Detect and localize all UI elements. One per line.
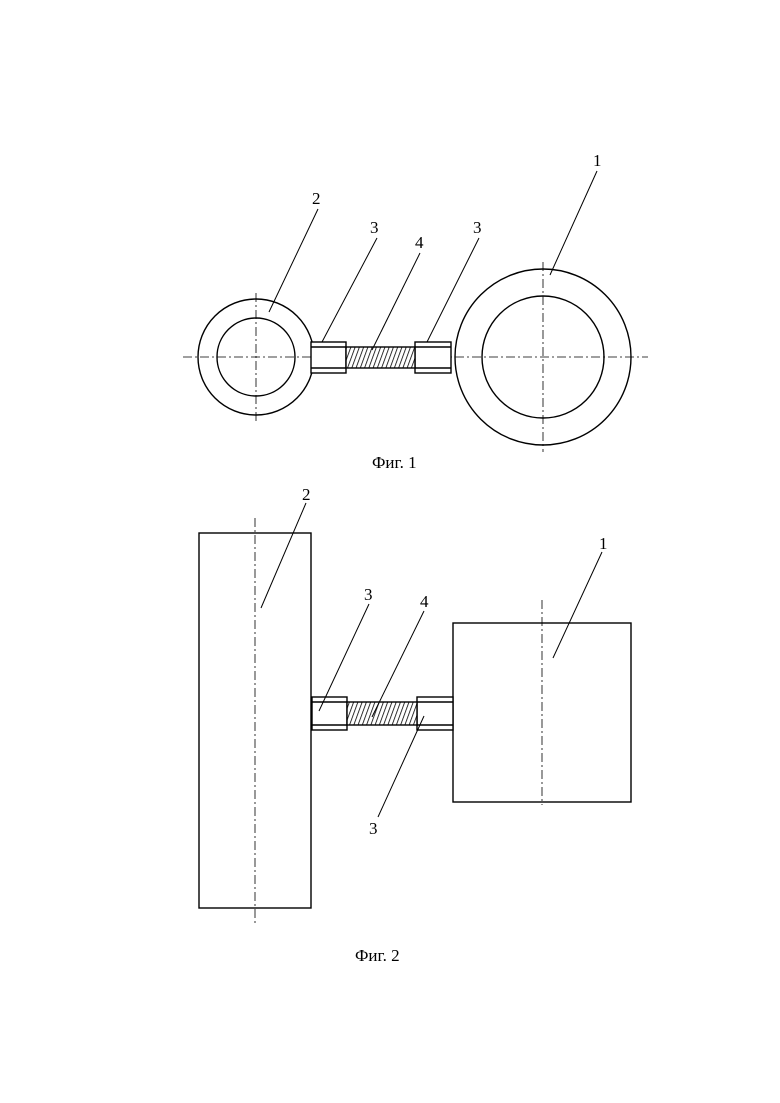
label-part-3-right: 3 — [473, 218, 482, 237]
threaded-rod-part-4-side — [347, 702, 417, 725]
label-part-4: 4 — [415, 233, 424, 252]
label-fig2-part-3-top: 3 — [364, 585, 373, 604]
figure-1: 2 3 4 3 1 Фиг. 1 — [183, 151, 648, 472]
label-fig2-part-4: 4 — [420, 592, 429, 611]
figure-2: 2 3 4 1 3 Фиг. 2 — [199, 485, 631, 965]
leader-fig2-part-1 — [553, 552, 602, 658]
label-fig2-part-3-bottom: 3 — [369, 819, 378, 838]
label-fig2-part-2: 2 — [302, 485, 311, 504]
label-part-1: 1 — [593, 151, 602, 170]
figure-2-caption: Фиг. 2 — [355, 946, 400, 965]
left-coupling-part-3 — [311, 342, 346, 373]
figure-1-caption: Фиг. 1 — [372, 453, 417, 472]
leader-fig2-part-3-bottom — [378, 716, 424, 817]
label-part-2: 2 — [312, 189, 321, 208]
leader-fig2-part-2 — [261, 503, 306, 608]
leader-fig2-part-4 — [372, 611, 424, 717]
right-coupling-part-3-side — [417, 697, 453, 730]
threaded-rod-side-body — [347, 702, 417, 725]
threaded-rod-part-4 — [346, 347, 415, 368]
leader-part-1 — [550, 171, 597, 275]
large-block-part-2 — [199, 518, 311, 924]
threaded-rod-body — [346, 347, 415, 368]
leader-fig2-part-3-top — [319, 604, 369, 711]
left-coupling-part-3-side — [312, 697, 347, 730]
small-wheel-part-2 — [198, 293, 314, 422]
leader-part-3-left — [322, 238, 377, 342]
leader-part-4 — [372, 253, 420, 350]
label-fig2-part-1: 1 — [599, 534, 608, 553]
small-block-part-1 — [453, 600, 631, 805]
label-part-3-left: 3 — [370, 218, 379, 237]
leader-part-2 — [269, 209, 318, 312]
leader-part-3-right — [427, 238, 479, 342]
right-coupling-part-3 — [415, 342, 451, 373]
